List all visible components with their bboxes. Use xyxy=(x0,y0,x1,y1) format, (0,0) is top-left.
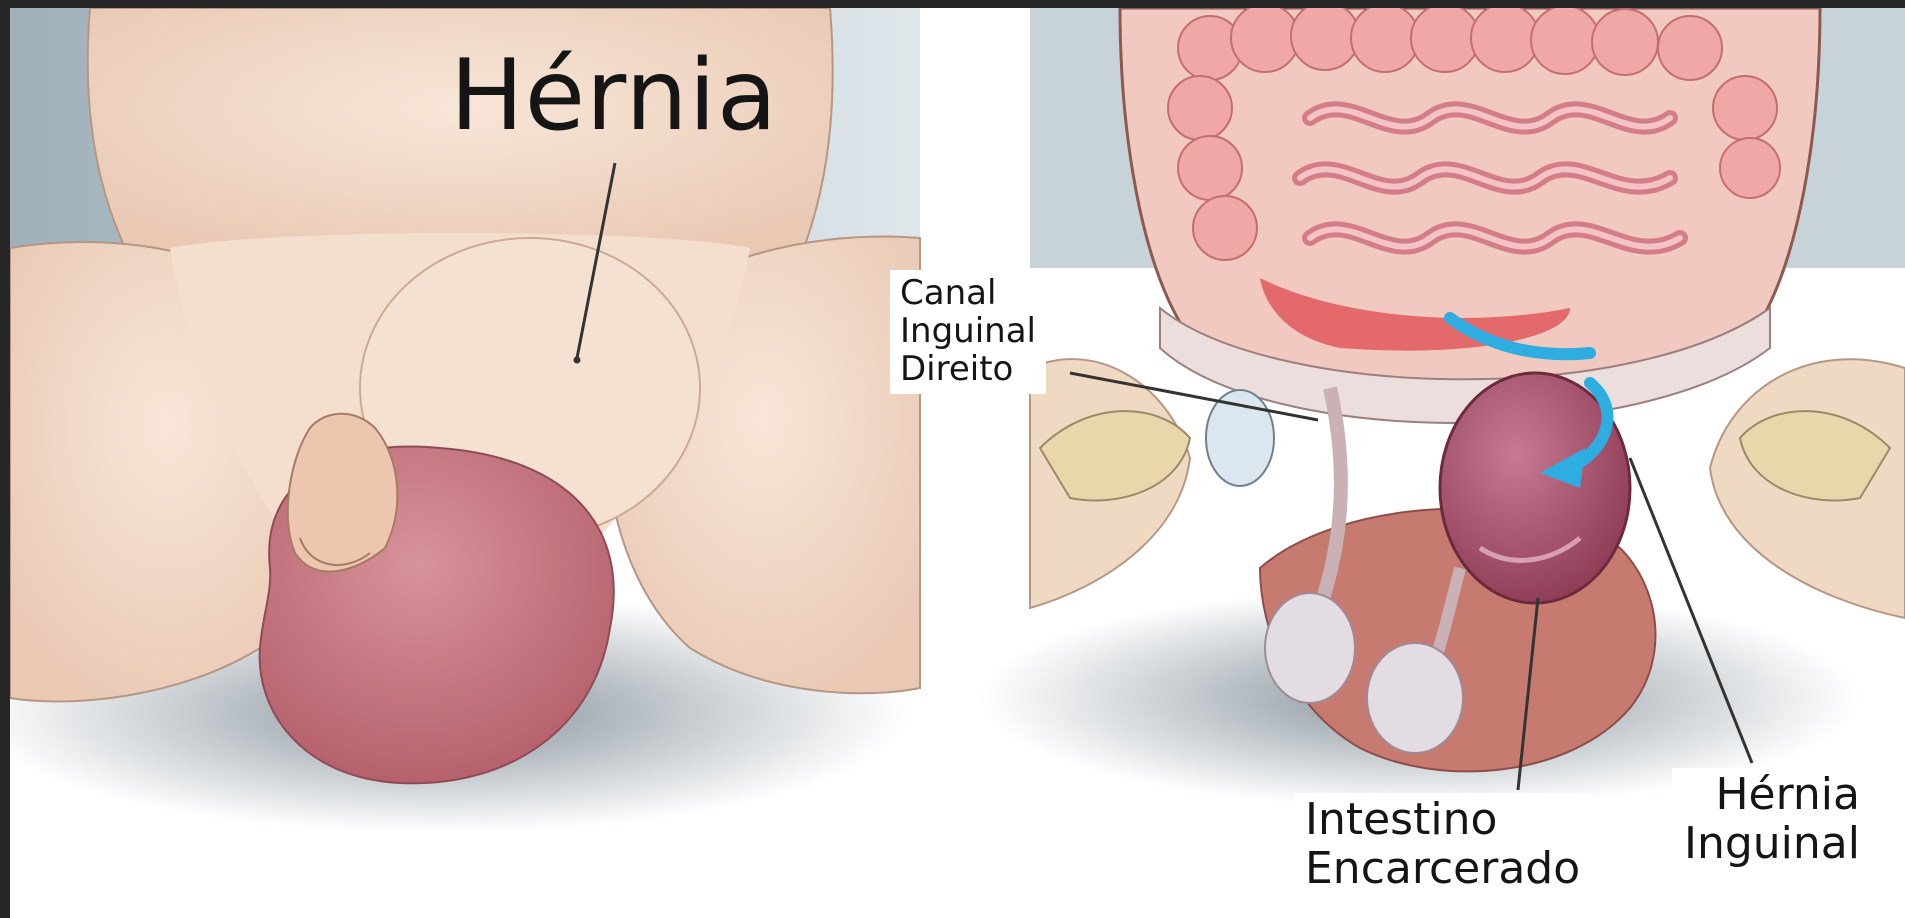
label-hernia-inguinal: Hérnia Inguinal xyxy=(1672,768,1872,873)
illustration-stage: Hérnia Canal Inguinal Direito Hérnia Ing… xyxy=(10,8,1905,918)
anatomy-drawing xyxy=(10,8,1905,918)
label-canal-inguinal-direito: Canal Inguinal Direito xyxy=(890,270,1046,394)
testis-left xyxy=(1265,593,1355,703)
hernia-pointer-dot xyxy=(574,357,581,364)
hernia-title: Hérnia xyxy=(450,42,778,152)
right-panel-internal-view xyxy=(980,8,1905,808)
label-intestino-encarcerado: Intestino Encarcerado xyxy=(1293,793,1592,898)
testis-right xyxy=(1367,643,1463,753)
